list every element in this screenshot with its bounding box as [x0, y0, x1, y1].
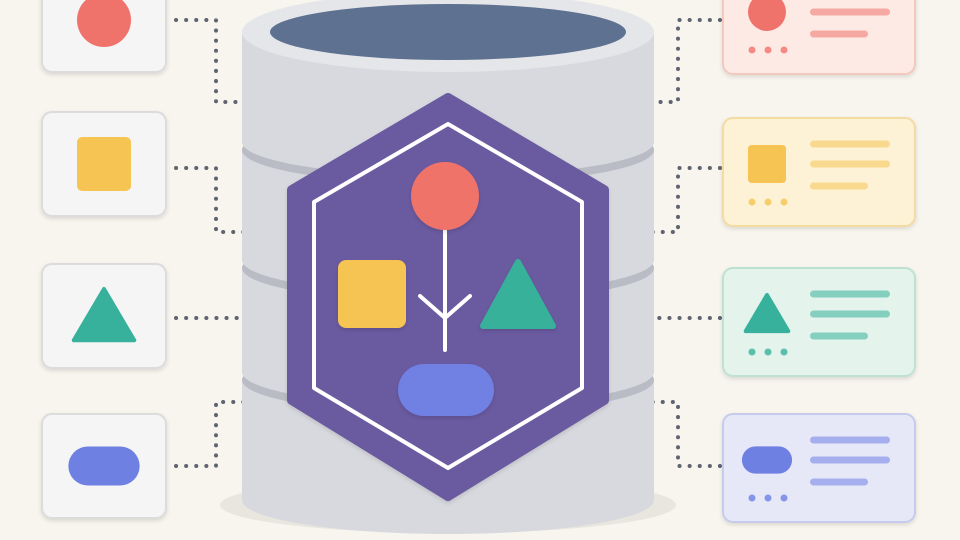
yellow-square-icon [338, 260, 406, 328]
blue-pill-icon [398, 364, 494, 416]
hexagon-inner-outline [312, 122, 584, 470]
card-text-line-1 [810, 290, 890, 298]
connector-left-4 [174, 400, 262, 468]
card-text-line-1 [810, 436, 890, 444]
card-text-line-3 [810, 478, 868, 486]
right-card-4 [722, 413, 916, 523]
hexagon-outer [287, 93, 609, 501]
right-card-3 [722, 267, 916, 377]
left-tile-2 [41, 111, 167, 217]
card-text-line-2 [810, 160, 890, 168]
red-circle-icon [77, 0, 131, 47]
teal-triangle-icon [480, 259, 556, 329]
card-dot-1 [748, 198, 756, 206]
right-card-2 [722, 117, 916, 227]
card-dot-2 [764, 198, 772, 206]
cylinder-cavity [270, 4, 626, 60]
left-tile-4 [41, 413, 167, 519]
right-card-1 [722, 0, 916, 75]
card-text-line-3 [810, 30, 868, 38]
arrow-head [418, 294, 472, 320]
connector-right-2 [634, 166, 722, 234]
connector-left-2 [174, 166, 262, 234]
teal-triangle-icon [743, 293, 791, 334]
connector-left-1 [174, 18, 262, 104]
left-tile-1 [41, 0, 167, 73]
connector-right-4 [634, 400, 722, 468]
card-text-line-2 [810, 456, 890, 464]
card-text-line-3 [810, 332, 868, 340]
card-dot-2 [764, 46, 772, 54]
red-circle-icon [411, 162, 479, 230]
card-dot-1 [748, 348, 756, 356]
card-dot-3 [780, 494, 788, 502]
blue-pill-icon [68, 446, 140, 486]
card-text-line-1 [810, 140, 890, 148]
card-dot-1 [748, 46, 756, 54]
left-tile-column [41, 0, 167, 519]
yellow-square-icon [748, 145, 786, 183]
yellow-square-icon [77, 137, 131, 191]
card-dot-2 [764, 348, 772, 356]
card-dot-3 [780, 348, 788, 356]
card-text-line-2 [810, 310, 890, 318]
card-text-line-3 [810, 182, 868, 190]
card-dot-3 [780, 46, 788, 54]
card-dot-3 [780, 198, 788, 206]
card-dot-2 [764, 494, 772, 502]
blue-pill-icon [741, 446, 793, 474]
card-text-line-2 [810, 8, 890, 16]
right-card-column [722, 0, 916, 523]
connector-right-1 [634, 18, 722, 104]
left-tile-3 [41, 263, 167, 369]
teal-triangle-icon [71, 287, 137, 343]
hexagon-badge [287, 93, 609, 501]
red-circle-icon [748, 0, 786, 31]
card-dot-1 [748, 494, 756, 502]
